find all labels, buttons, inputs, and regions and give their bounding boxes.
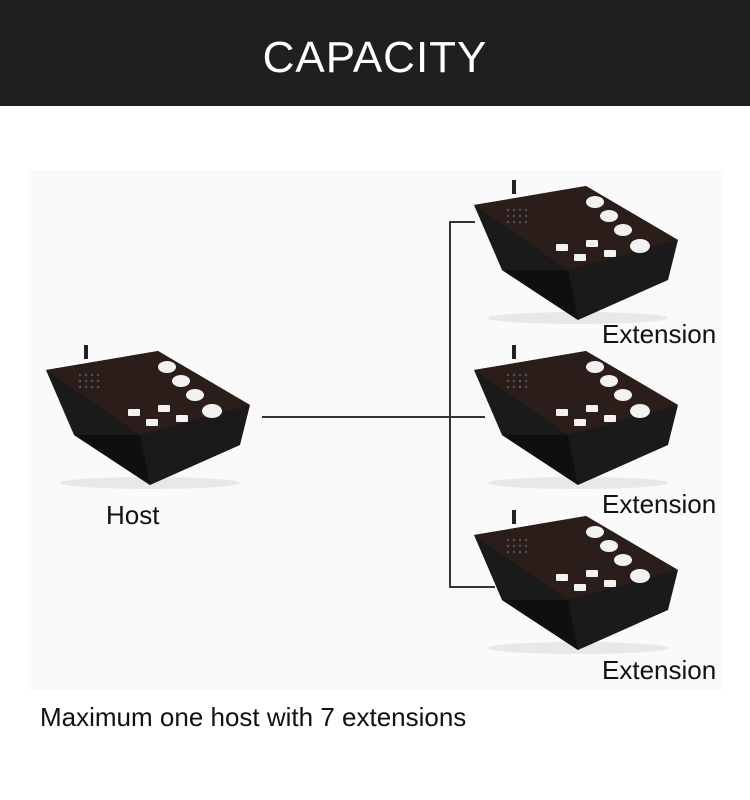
extension-device-3 [468, 510, 683, 655]
extension-device-1 [468, 180, 683, 325]
capacity-caption: Maximum one host with 7 extensions [40, 702, 466, 733]
extension-label-2: Extension [602, 489, 716, 520]
extension-label-1: Extension [602, 319, 716, 350]
host-connector-line [262, 416, 485, 418]
host-device [40, 345, 255, 490]
vertical-bus-line [449, 221, 451, 587]
extension-label-3: Extension [602, 655, 716, 686]
host-label: Host [106, 500, 159, 531]
extension-device-2 [468, 345, 683, 490]
title-banner: CAPACITY [0, 0, 750, 106]
page-title: CAPACITY [263, 33, 488, 83]
